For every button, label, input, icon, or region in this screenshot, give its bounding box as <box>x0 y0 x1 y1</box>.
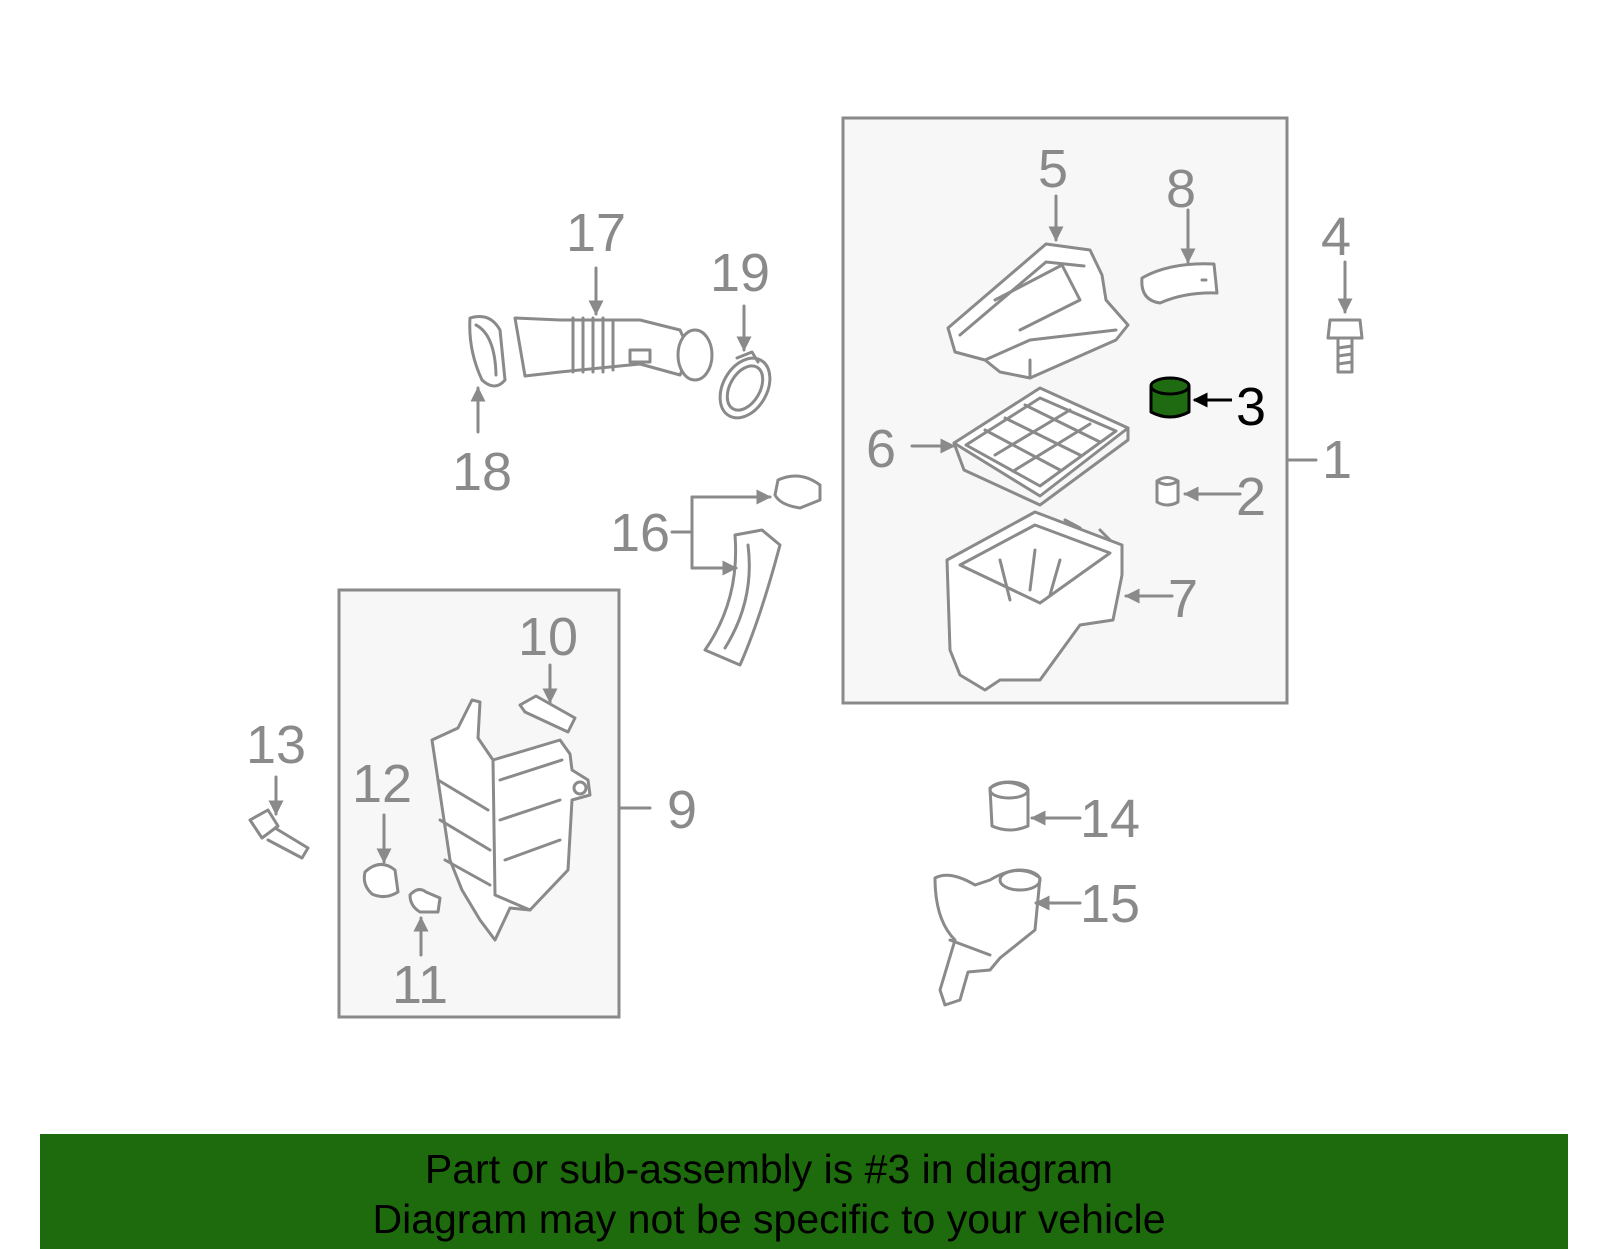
banner-line-2: Diagram may not be specific to your vehi… <box>372 1196 1166 1242</box>
banner-background <box>40 1134 1568 1249</box>
callout-6[interactable]: 6 <box>866 419 897 479</box>
callout-1[interactable]: 1 <box>1322 430 1353 490</box>
callout-3[interactable]: 3 <box>1236 377 1267 437</box>
callout-12[interactable]: 12 <box>352 754 413 814</box>
callout-11[interactable]: 11 <box>392 955 449 1015</box>
part-17-intake-hose[interactable] <box>513 316 714 382</box>
part-2-grommet[interactable] <box>1155 476 1180 507</box>
part-13-bolt[interactable] <box>248 808 310 860</box>
part-11-plug[interactable] <box>408 888 442 914</box>
callout-10[interactable]: 10 <box>518 607 579 667</box>
part-12-cap[interactable] <box>362 863 400 899</box>
callout-16[interactable]: 16 <box>610 503 671 563</box>
callout-5[interactable]: 5 <box>1038 139 1069 199</box>
part-7-lower-case[interactable] <box>945 510 1124 692</box>
part-4-bolt[interactable] <box>1326 318 1364 374</box>
part-14-connector[interactable] <box>988 780 1030 832</box>
part-5-upper-cover[interactable] <box>946 242 1130 380</box>
plain-leader-lines <box>617 458 1318 810</box>
banner-line-1: Part or sub-assembly is #3 in diagram <box>424 1146 1114 1192</box>
callout-14[interactable]: 14 <box>1080 789 1141 849</box>
info-banner: Part or sub-assembly is #3 in diagram Di… <box>40 1134 1568 1249</box>
callout-2[interactable]: 2 <box>1236 467 1267 527</box>
callout-13[interactable]: 13 <box>246 715 307 775</box>
part-19-clamp[interactable] <box>710 349 780 426</box>
callout-17[interactable]: 17 <box>566 203 627 263</box>
part-10-strip[interactable] <box>518 694 577 734</box>
callout-8[interactable]: 8 <box>1166 159 1197 219</box>
leader-lines <box>268 194 1353 957</box>
callout-15[interactable]: 15 <box>1080 874 1141 934</box>
callout-19[interactable]: 19 <box>710 243 771 303</box>
part-6-filter-element[interactable] <box>952 386 1130 507</box>
part-3-highlighted[interactable] <box>1149 376 1232 419</box>
part-16-ducts[interactable] <box>703 474 822 667</box>
part-8-duct[interactable] <box>1140 262 1219 305</box>
part-9-resonator[interactable] <box>430 698 592 942</box>
part-15-intake-duct[interactable] <box>933 868 1042 1007</box>
callout-9[interactable]: 9 <box>667 780 698 840</box>
callout-18[interactable]: 18 <box>452 442 513 502</box>
part-18-clamp[interactable] <box>468 315 507 388</box>
callout-7[interactable]: 7 <box>1168 569 1199 629</box>
callout-4[interactable]: 4 <box>1321 207 1352 267</box>
